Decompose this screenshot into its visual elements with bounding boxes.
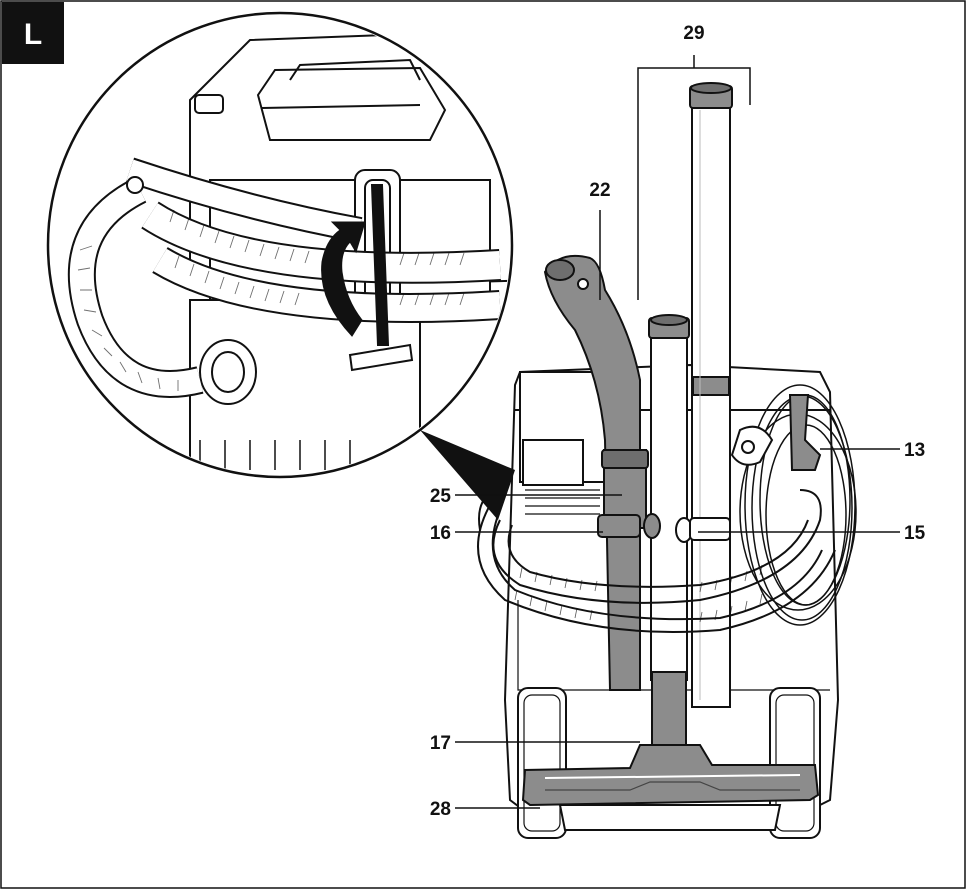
- rotation-arrow-icon: [321, 221, 366, 337]
- callout-15: 15: [904, 523, 926, 544]
- hose-ribbing: [514, 564, 763, 623]
- mains-plug: [730, 425, 774, 466]
- callout-25: 25: [430, 486, 452, 507]
- callout-17: 17: [430, 733, 451, 754]
- floor-nozzle-28: [521, 744, 820, 807]
- cable-hook: [788, 394, 822, 471]
- detail-magnifier: [46, 11, 515, 520]
- figure-letter: L: [24, 18, 42, 51]
- extension-tube-right: [689, 82, 733, 708]
- body-vents: [525, 489, 600, 515]
- callout-28: 28: [430, 799, 451, 820]
- floor-nozzle-tube: [651, 671, 687, 753]
- tube-holders: [597, 513, 731, 543]
- extension-tube-middle: [648, 314, 690, 681]
- figure-letter-badge: L: [2, 2, 64, 64]
- callout-16: 16: [430, 523, 451, 544]
- callout-22: 22: [589, 180, 610, 201]
- leader-lines: [455, 55, 900, 809]
- callout-13: 13: [904, 440, 925, 461]
- suction-hose-loops: [477, 489, 836, 633]
- callout-29: 29: [683, 23, 704, 44]
